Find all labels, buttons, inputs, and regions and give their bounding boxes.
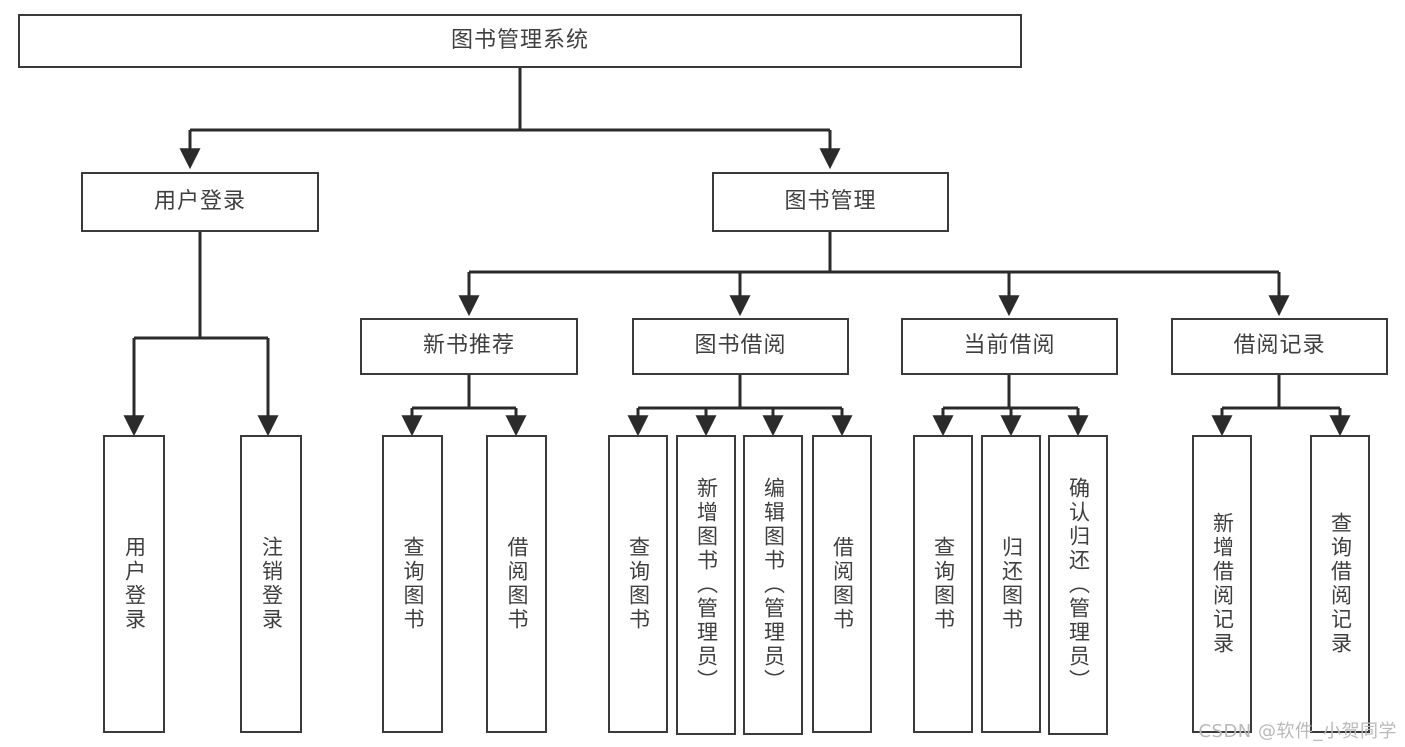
node-label: 编辑图书（管理员）: [761, 477, 786, 693]
watermark-text: CSDN @软件_小贺同学: [1198, 721, 1397, 742]
leaf-borrow-record-add-record[interactable]: 新增借阅记录: [1192, 435, 1252, 733]
node-label: 查询图书: [401, 536, 425, 632]
node-label: 借阅图书: [830, 536, 855, 632]
leaf-current-borrow-return-book[interactable]: 归还图书: [981, 435, 1041, 733]
node-label: 图书管理: [784, 188, 877, 214]
leaf-user-login-logout[interactable]: 注销登录: [240, 435, 302, 733]
leaf-book-borrow-borrow-book[interactable]: 借阅图书: [812, 435, 872, 733]
node-label: 查询借阅记录: [1328, 512, 1353, 656]
node-label: 查询图书: [626, 536, 651, 632]
leaf-book-borrow-query-book[interactable]: 查询图书: [608, 435, 668, 733]
node-label: 图书借阅: [694, 333, 787, 359]
node-label: 确认归还（管理员）: [1066, 477, 1091, 693]
leaf-book-borrow-edit-book-admin[interactable]: 编辑图书（管理员）: [743, 435, 803, 735]
leaf-user-login-login[interactable]: 用户登录: [103, 435, 165, 733]
leaf-current-borrow-confirm-return-admin[interactable]: 确认归还（管理员）: [1048, 435, 1108, 735]
node-label: 借阅记录: [1233, 333, 1326, 359]
node-label: 注销登录: [259, 536, 284, 632]
node-current-borrow[interactable]: 当前借阅: [901, 318, 1118, 375]
node-label: 新增借阅记录: [1210, 512, 1235, 656]
node-root-book-management-system[interactable]: 图书管理系统: [18, 14, 1022, 68]
node-label: 用户登录: [153, 188, 246, 214]
leaf-book-borrow-add-book-admin[interactable]: 新增图书（管理员）: [676, 435, 736, 735]
node-label: 新增图书（管理员）: [694, 477, 719, 693]
node-label: 借阅图书: [505, 536, 529, 632]
node-new-book-recommend[interactable]: 新书推荐: [360, 318, 578, 375]
node-label: 新书推荐: [422, 333, 515, 359]
node-book-management[interactable]: 图书管理: [712, 172, 949, 232]
node-label: 用户登录: [122, 536, 147, 632]
leaf-new-book-query-book[interactable]: 查询图书: [382, 435, 443, 733]
leaf-current-borrow-query-book[interactable]: 查询图书: [913, 435, 973, 733]
leaf-new-book-borrow-book[interactable]: 借阅图书: [486, 435, 547, 733]
leaf-borrow-record-query-record[interactable]: 查询借阅记录: [1310, 435, 1370, 733]
node-book-borrow[interactable]: 图书借阅: [632, 318, 849, 375]
node-borrow-record[interactable]: 借阅记录: [1171, 318, 1388, 375]
node-user-login[interactable]: 用户登录: [81, 172, 319, 232]
node-label: 当前借阅: [963, 333, 1056, 359]
node-label: 查询图书: [931, 536, 956, 632]
node-label: 图书管理系统: [450, 27, 589, 53]
node-label: 归还图书: [999, 536, 1024, 632]
